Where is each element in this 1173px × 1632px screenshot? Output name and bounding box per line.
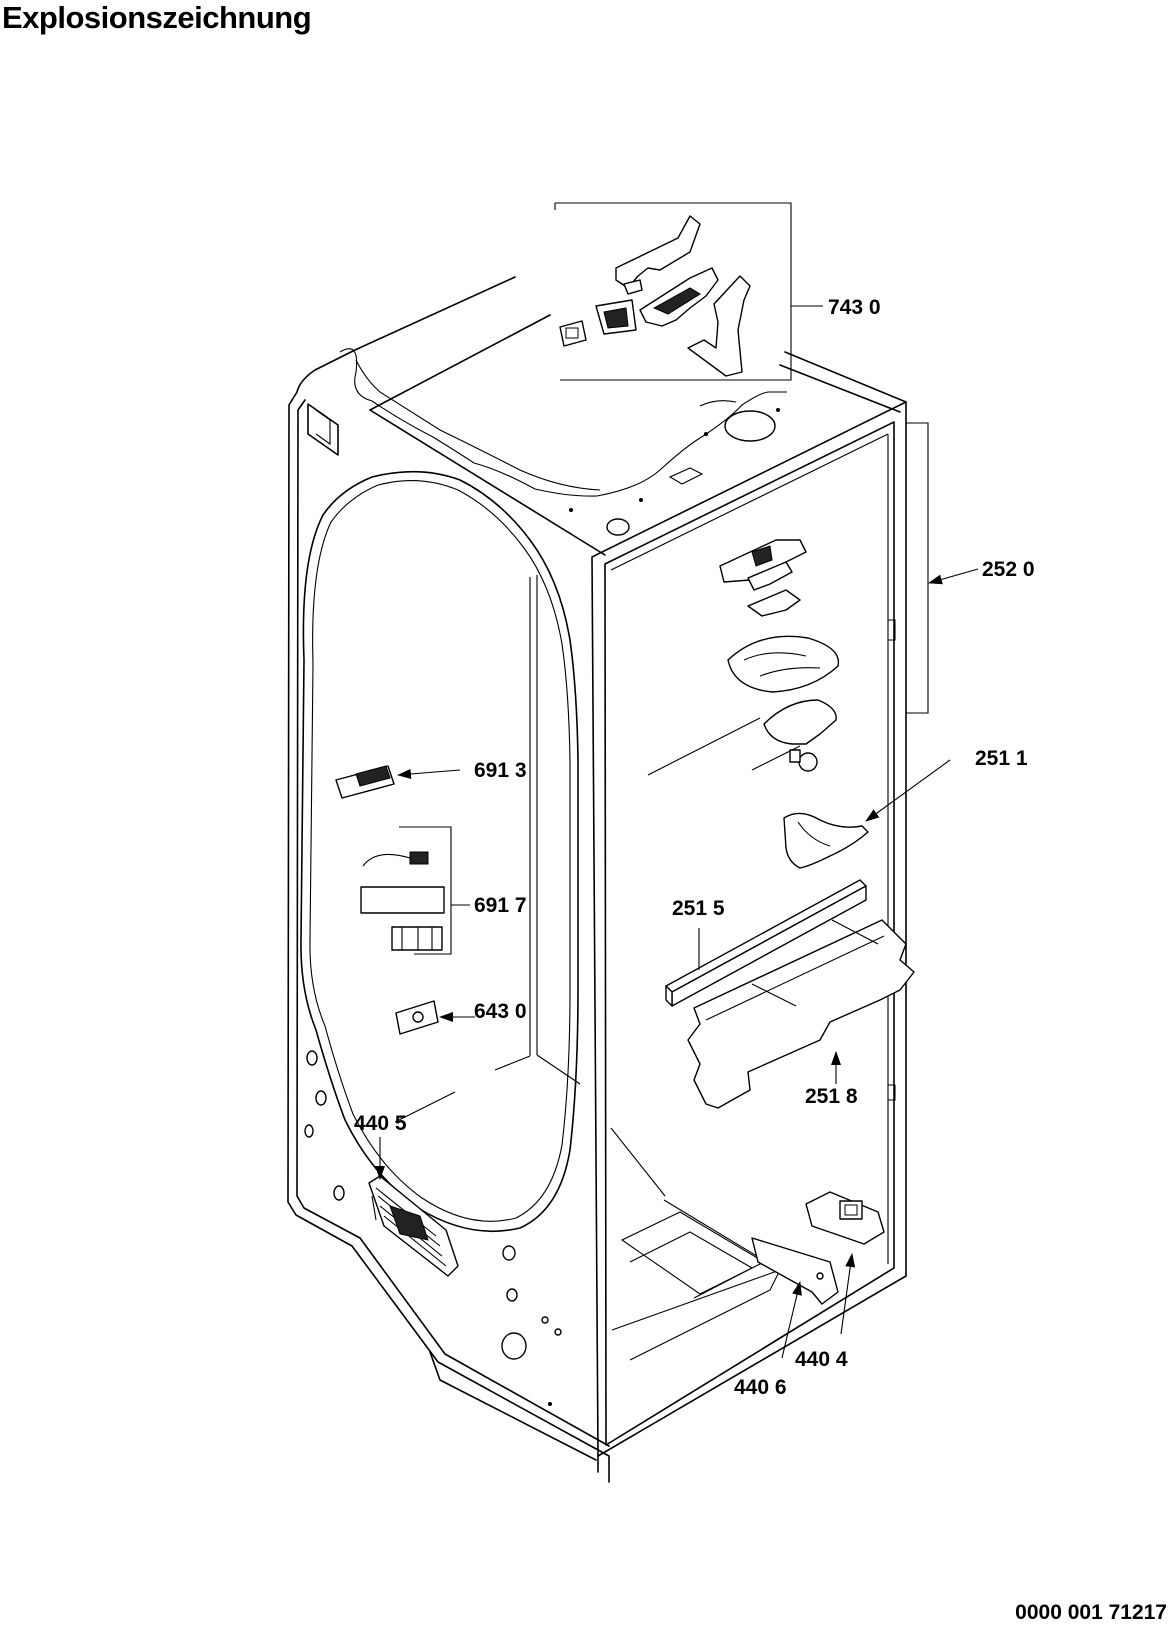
leader-lines	[375, 568, 979, 1359]
refrigerator-cabinet	[287, 276, 907, 1483]
part-group-6917	[360, 826, 470, 955]
callout-7430: 743 0	[828, 296, 881, 319]
part-6913	[335, 765, 395, 799]
side-panel-holes	[304, 1050, 562, 1406]
part-4404	[805, 1191, 885, 1245]
callout-2520: 252 0	[982, 558, 1035, 581]
callout-6913: 691 3	[474, 759, 527, 782]
part-2511-light-cover	[783, 812, 869, 869]
part-group-7430	[554, 202, 823, 381]
callout-2515: 251 5	[672, 897, 725, 920]
callout-6430: 643 0	[474, 1000, 527, 1023]
part-4406	[751, 1237, 839, 1305]
callout-4405: 440 5	[354, 1112, 407, 1135]
callout-6917: 691 7	[474, 894, 527, 917]
part-group-2520	[719, 422, 929, 772]
callout-2518: 251 8	[805, 1085, 858, 1108]
part-2518-bracket	[687, 919, 915, 1109]
callout-labels: 743 0 252 0 251 1 691 3 691 7 251 5 643 …	[354, 296, 1035, 1399]
callout-4406: 440 6	[734, 1376, 787, 1399]
callout-2511: 251 1	[975, 747, 1028, 770]
part-2515-rail	[665, 879, 867, 1007]
page-title: Explosionszeichnung	[2, 0, 312, 35]
callout-4404: 440 4	[795, 1348, 848, 1371]
part-6430	[395, 1000, 439, 1035]
part-4405-grille	[368, 1175, 459, 1277]
document-number: 0000 001 71217	[1015, 1601, 1167, 1624]
freezer-compartment	[300, 470, 581, 1233]
